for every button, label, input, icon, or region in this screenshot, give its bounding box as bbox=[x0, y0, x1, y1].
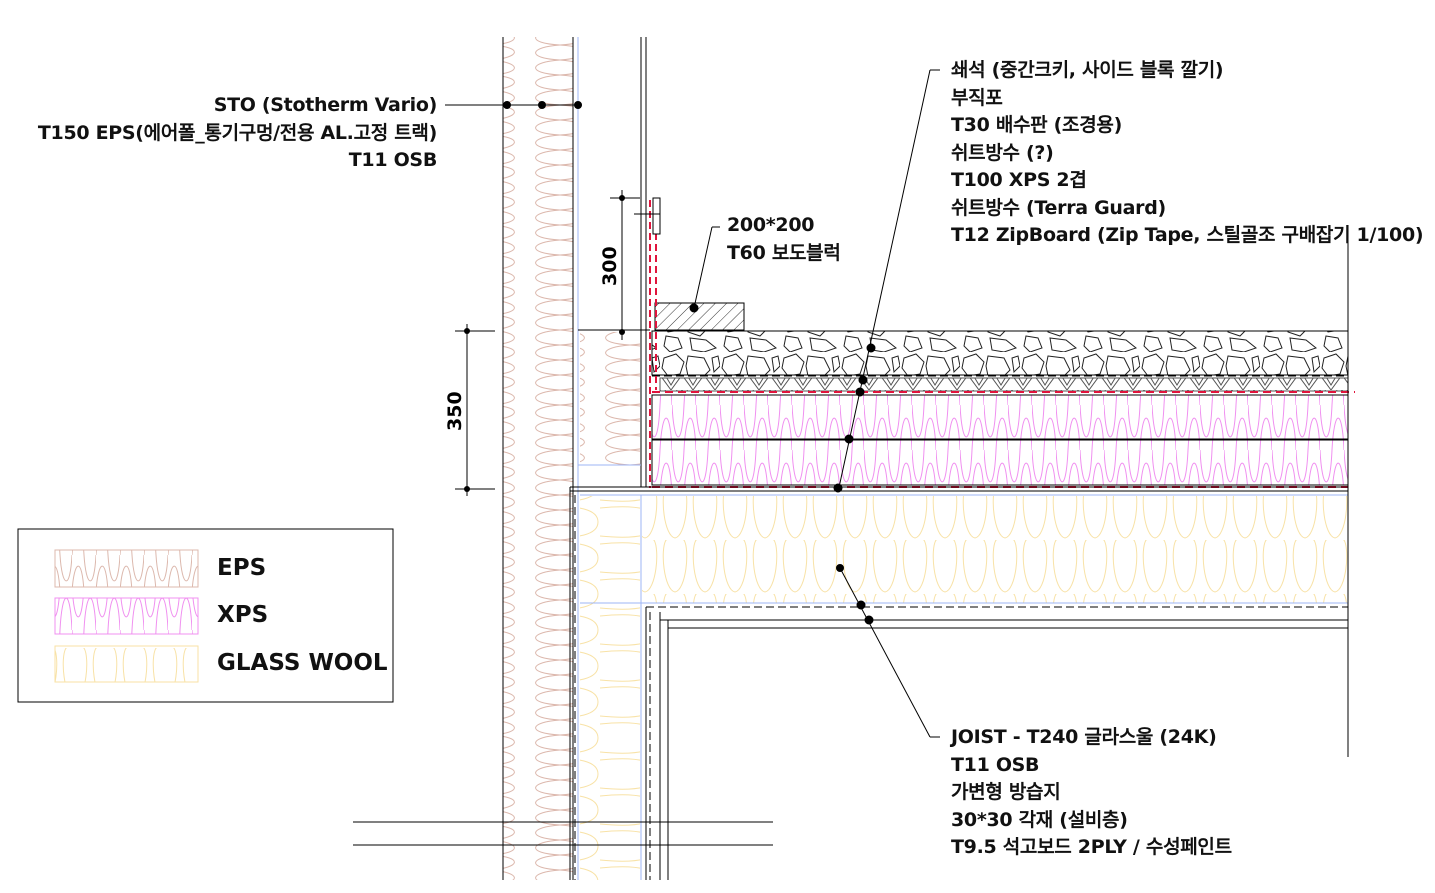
block-label-line: 200*200 bbox=[727, 214, 815, 236]
ceiling-label-line: 30*30 각재 (설비층) bbox=[951, 808, 1128, 831]
roof-label-line: T30 배수판 (조경용) bbox=[951, 114, 1122, 136]
legend-swatch-glass-wool bbox=[54, 645, 199, 683]
legend-box bbox=[17, 528, 394, 703]
paving-block-label: 200*200 T60 보도블럭 bbox=[727, 212, 841, 267]
legend-label-eps: EPS bbox=[217, 555, 267, 581]
floor-structure bbox=[353, 240, 1349, 880]
leader-lines bbox=[445, 69, 940, 738]
roof-label-line: 부직포 bbox=[951, 86, 1003, 109]
ceiling-label-line: T9.5 석고보드 2PLY / 수성페인트 bbox=[951, 836, 1232, 858]
parapet-eps bbox=[580, 332, 640, 465]
wall-label-line: STO (Stotherm Vario) bbox=[213, 94, 438, 116]
wall-label-line: T150 EPS(에어폴_통기구멍/전용 AL.고정 트랙) bbox=[37, 121, 437, 144]
roof-label-line: 쇄석 (중간크키, 사이드 블록 깔기) bbox=[951, 59, 1224, 81]
ceiling-label-line: T11 OSB bbox=[951, 753, 1040, 776]
wall-eps bbox=[502, 37, 647, 880]
roof-layers-label: 쇄석 (중간크키, 사이드 블록 깔기) 부직포 T30 배수판 (조경용) 쉬… bbox=[951, 57, 1424, 250]
wall-label-line: T11 OSB bbox=[348, 149, 438, 171]
roof-label-line: T12 ZipBoard (Zip Tape, 스틸골조 구배잡기 1/100) bbox=[951, 224, 1424, 246]
legend-label-xps: XPS bbox=[217, 602, 269, 628]
dimension-lines bbox=[455, 190, 640, 496]
ceiling-label-line: 가변형 방습지 bbox=[951, 781, 1061, 803]
roof-buildup bbox=[634, 197, 1355, 488]
block-label-line: T60 보도블럭 bbox=[727, 241, 841, 264]
roof-label-line: 쉬트방수 (Terra Guard) bbox=[951, 196, 1166, 219]
ceiling-layers-label: JOIST - T240 글라스울 (24K) T11 OSB 가변형 방습지 … bbox=[951, 724, 1232, 862]
roof-label-line: T100 XPS 2겹 bbox=[951, 169, 1087, 191]
ceiling-label-line: JOIST - T240 글라스울 (24K) bbox=[951, 726, 1217, 748]
legend-swatch-xps bbox=[54, 597, 199, 635]
wall-layers-label: STO (Stotherm Vario) T150 EPS(에어폴_통기구멍/전… bbox=[38, 92, 437, 175]
legend-swatch-eps bbox=[54, 549, 199, 588]
dimension-350: 350 bbox=[444, 391, 466, 431]
legend-label-glass-wool: GLASS WOOL bbox=[217, 650, 388, 676]
paving-block bbox=[654, 302, 745, 331]
dimension-300: 300 bbox=[599, 246, 621, 286]
roof-label-line: 쉬트방수 (?) bbox=[951, 141, 1054, 164]
